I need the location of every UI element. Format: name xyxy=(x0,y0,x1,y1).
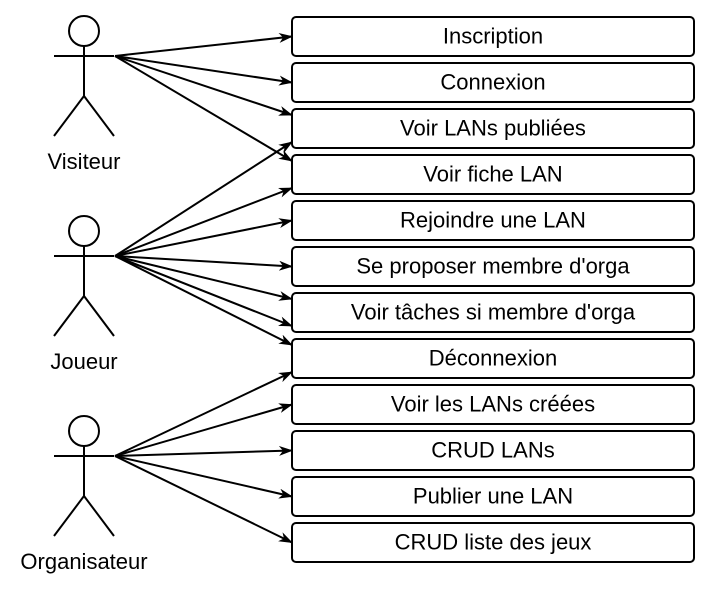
actor-joueur: Joueur xyxy=(50,215,118,374)
use-case-rejoindre-une-lan: Rejoindre une LAN xyxy=(291,200,695,241)
actor-visiteur: Visiteur xyxy=(48,15,121,174)
use-case-voir-les-lans-creees: Voir les LANs créées xyxy=(291,384,695,425)
use-case-publier-une-lan: Publier une LAN xyxy=(291,476,695,517)
use-case-label: Voir fiche LAN xyxy=(423,161,562,186)
stick-figure-icon xyxy=(53,415,115,537)
use-case-label: Déconnexion xyxy=(429,345,557,370)
use-case-box xyxy=(291,154,695,195)
association-arrow-joueur-to-se-proposer-membre-orga xyxy=(114,255,293,271)
association-arrow-joueur-to-voir-lans-publiees xyxy=(114,141,293,257)
use-case-label: Voir les LANs créées xyxy=(391,391,595,416)
actor-organisateur: Organisateur xyxy=(20,415,148,574)
association-arrow-joueur-to-rejoindre-une-lan xyxy=(114,218,293,257)
use-case-voir-lans-publiees: Voir LANs publiées xyxy=(291,108,695,149)
use-case-deconnexion: Déconnexion xyxy=(291,338,695,379)
use-case-box xyxy=(291,338,695,379)
associations xyxy=(114,32,293,544)
association-arrow-visiteur-to-voir-fiche-lan xyxy=(114,55,293,162)
association-arrow-organisateur-to-publier-une-lan xyxy=(114,455,293,499)
use-case-box xyxy=(291,246,695,287)
use-case-box xyxy=(291,292,695,333)
use-case-label: Se proposer membre d'orga xyxy=(356,253,630,278)
association-arrow-visiteur-to-inscription xyxy=(114,32,293,57)
association-arrow-organisateur-to-crud-liste-des-jeux xyxy=(114,455,293,544)
actor-label: Visiteur xyxy=(48,149,121,174)
use-case-label: Rejoindre une LAN xyxy=(400,207,586,232)
actor-label: Organisateur xyxy=(20,549,147,574)
actor-label: Joueur xyxy=(50,349,117,374)
association-arrow-organisateur-to-crud-lans xyxy=(114,445,293,457)
association-arrow-joueur-to-deconnexion xyxy=(114,255,293,346)
association-arrow-joueur-to-voir-taches-membre-orga xyxy=(114,255,293,301)
use-case-label: Voir tâches si membre d'orga xyxy=(351,299,636,324)
use-case-box xyxy=(291,200,695,241)
use-case-label: Voir LANs publiées xyxy=(400,115,586,140)
association-arrow-visiteur-to-voir-lans-publiees xyxy=(114,55,293,116)
association-arrow-joueur-to-voir-fiche-lan xyxy=(114,187,293,257)
use-case-voir-fiche-lan: Voir fiche LAN xyxy=(291,154,695,195)
use-case-inscription: Inscription xyxy=(291,16,695,57)
use-case-label: Connexion xyxy=(440,69,545,94)
use-case-box xyxy=(291,522,695,563)
use-case-box xyxy=(291,476,695,517)
use-case-voir-taches-membre-orga: Voir tâches si membre d'orga xyxy=(291,292,695,333)
use-case-label: CRUD liste des jeux xyxy=(395,529,592,554)
association-arrow-joueur-to-voir-taches-membre-orga xyxy=(114,255,293,327)
use-case-se-proposer-membre-orga: Se proposer membre d'orga xyxy=(291,246,695,287)
use-case-label: Inscription xyxy=(443,23,543,48)
stick-figure-icon xyxy=(53,215,115,337)
use-case-label: Publier une LAN xyxy=(413,483,573,508)
use-case-box xyxy=(291,384,695,425)
stick-figure-icon xyxy=(53,15,115,137)
association-arrow-organisateur-to-voir-les-lans-creees xyxy=(114,403,293,457)
use-case-box xyxy=(291,430,695,471)
association-arrow-organisateur-to-deconnexion xyxy=(114,371,293,457)
use-case-label: CRUD LANs xyxy=(431,437,554,462)
use-case-crud-lans: CRUD LANs xyxy=(291,430,695,471)
use-case-box xyxy=(291,16,695,57)
use-case-box xyxy=(291,62,695,103)
association-arrow-visiteur-to-connexion xyxy=(114,55,293,86)
use-case-box xyxy=(291,108,695,149)
use-case-connexion: Connexion xyxy=(291,62,695,103)
use-case-crud-liste-des-jeux: CRUD liste des jeux xyxy=(291,522,695,563)
